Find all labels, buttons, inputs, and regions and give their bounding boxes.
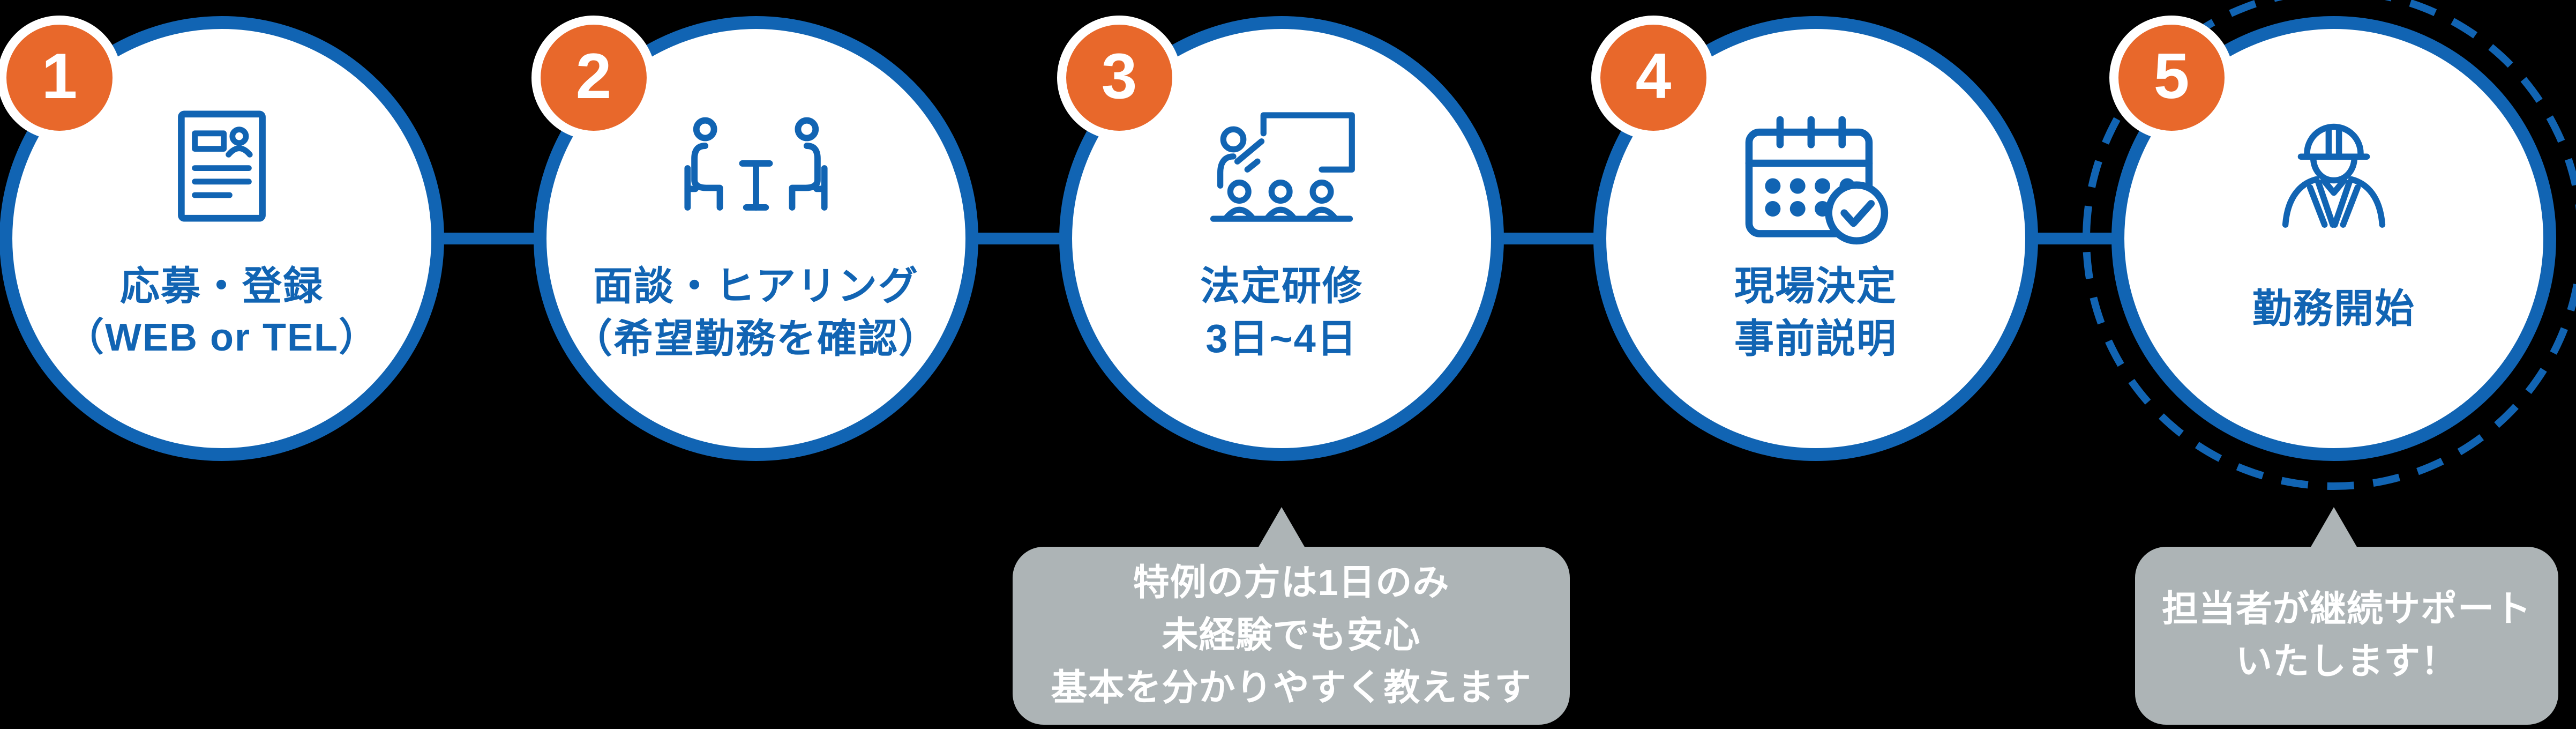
step-2-label: 面談・ヒアリング （希望勤務を確認） <box>512 260 1000 364</box>
step-3: 法定研修 3日~4日 3 <box>1057 16 1504 461</box>
step-2-subtitle: （希望勤務を確認） <box>573 316 939 361</box>
step-2: 面談・ヒアリング （希望勤務を確認） 2 <box>531 16 978 461</box>
step-4-number: 4 <box>1635 40 1672 112</box>
step-5-title: 勤務開始 <box>2252 286 2415 331</box>
step-3-title: 法定研修 <box>1200 264 1363 308</box>
step-1-number-badge: 1 <box>0 16 122 140</box>
step-3-tooltip-line-1: 特例の方は1日のみ <box>1133 562 1450 604</box>
step-2-number-badge: 2 <box>531 16 656 140</box>
construction-worker-icon <box>2267 115 2401 231</box>
step-1-number: 1 <box>41 40 78 112</box>
training-lecture-icon <box>1201 107 1362 228</box>
resume-document-icon <box>174 108 270 224</box>
step-5-dashed-ring <box>2083 0 2576 490</box>
step-4-subtitle: 事前説明 <box>1734 316 1897 361</box>
step-4: 現場決定 事前説明 4 <box>1591 16 2038 461</box>
step-3-tooltip-line-3: 基本を分かりやすく教えます <box>1051 667 1532 708</box>
step-5-tooltip-line-2: いたします！ <box>2235 641 2458 682</box>
step-3-subtitle: 3日~4日 <box>1205 316 1358 361</box>
step-3-tooltip: 特例の方は1日のみ 未経験でも安心 基本を分かりやすく教えます <box>1013 547 1570 725</box>
step-1-title: 応募・登録 <box>120 264 324 308</box>
step-3-number: 3 <box>1101 40 1137 112</box>
step-4-title: 現場決定 <box>1734 264 1897 308</box>
step-1: 応募・登録 （WEB or TEL） 1 <box>0 16 444 461</box>
step-1-subtitle: （WEB or TEL） <box>65 316 378 359</box>
step-3-label: 法定研修 3日~4日 <box>1038 260 1525 364</box>
step-5-number-badge: 5 <box>2109 16 2234 140</box>
step-3-number-badge: 3 <box>1057 16 1181 140</box>
step-3-tooltip-line-2: 未経験でも安心 <box>1162 615 1421 656</box>
step-3-tooltip-arrow <box>1258 507 1305 548</box>
step-5-tooltip-line-1: 担当者が継続サポート <box>2161 589 2532 630</box>
step-4-number-badge: 4 <box>1591 16 1716 140</box>
step-5-number: 5 <box>2153 40 2190 112</box>
calendar-check-icon <box>1741 111 1891 246</box>
step-4-label: 現場決定 事前説明 <box>1572 260 2060 364</box>
step-5-tooltip: 担当者が継続サポート いたします！ <box>2135 547 2558 725</box>
step-5: 勤務開始 5 <box>2083 0 2576 490</box>
step-1-label: 応募・登録 （WEB or TEL） <box>0 260 466 363</box>
interview-discussion-icon <box>673 113 839 230</box>
step-5-label: 勤務開始 <box>2090 282 2576 335</box>
step-2-title: 面談・ヒアリング <box>593 264 919 308</box>
step-5-tooltip-arrow <box>2310 507 2357 548</box>
step-2-number: 2 <box>575 40 612 112</box>
